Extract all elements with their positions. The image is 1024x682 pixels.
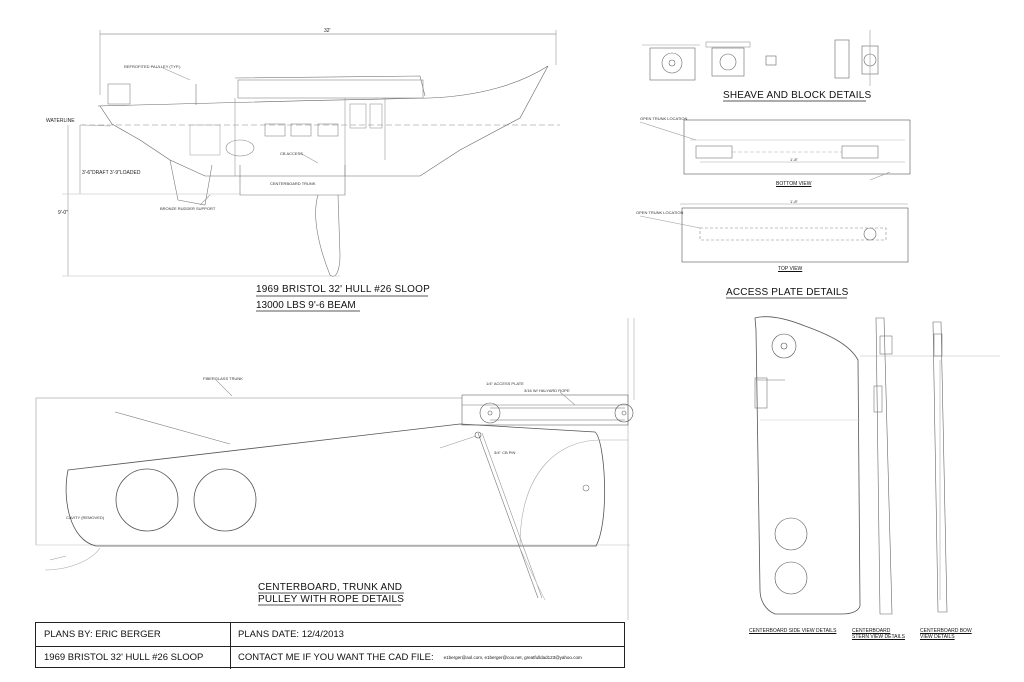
cb-pin-callout: 3/4" CB PIN <box>494 450 516 455</box>
access-plate-callout: 1/4" ACCESS PLATE <box>486 381 524 386</box>
draft-label: 3'-6"DRAFT 3'-9"LOADED <box>82 170 141 176</box>
centerboard-views <box>754 316 1000 615</box>
plans-date: PLANS DATE: 12/4/2013 <box>238 629 344 640</box>
access-plate-bottom <box>639 119 911 181</box>
trunk-title-line2: PULLEY WITH ROPE DETAILS <box>258 594 405 605</box>
trunk-pulley-detail <box>35 318 635 620</box>
overall-length-dimension: 32' <box>324 28 331 34</box>
centerboard-stern-caption: CENTERBOARD STERN VIEW DETAILS <box>852 628 905 640</box>
trunk-callout: CENTERBOARD TRUNK <box>270 181 316 186</box>
sheave-details <box>642 30 879 86</box>
top-dimension: 1'-8" <box>790 199 798 204</box>
waterline-label: WATERLINE <box>46 118 75 124</box>
cb-access-callout: CB ACCESS <box>280 151 303 156</box>
plans-by: PLANS BY: ERIC BERGER <box>44 629 161 640</box>
contact-emails[interactable]: e1berger@aol.com, e1berger@cox.net, grea… <box>443 655 582 660</box>
centerboard-side-caption: CENTERBOARD SIDE VIEW DETAILS <box>749 628 837 634</box>
max-draft-label: 9'-0" <box>58 210 68 216</box>
access-plate-title: ACCESS PLATE DETAILS <box>726 287 849 298</box>
bottom-view-caption: BOTTOM VIEW <box>776 181 812 187</box>
trunk-title-line1: CENTERBOARD, TRUNK AND <box>258 582 403 593</box>
halyard-rope-callout: 3/16 W/ HALYARD ROPE <box>524 388 570 393</box>
bottom-dimension: 1'-8" <box>790 157 798 162</box>
contact-cell: CONTACT ME IF YOU WANT THE CAD FILE: e1b… <box>238 646 618 669</box>
title-block-divider <box>230 623 231 646</box>
cavity-callout: CAVITY (REMOVED) <box>66 515 105 520</box>
contact-text: CONTACT ME IF YOU WANT THE CAD FILE: <box>238 652 434 663</box>
title-block-row-1: PLANS BY: ERIC BERGER PLANS DATE: 12/4/2… <box>36 623 624 647</box>
boat-profile <box>62 30 560 277</box>
title-block: PLANS BY: ERIC BERGER PLANS DATE: 12/4/2… <box>35 622 625 669</box>
centerboard-bow-caption: CENTERBOARD BOW VIEW DETAILS <box>920 628 972 640</box>
access-plate-top <box>639 203 909 263</box>
pulley-callout: REFROFITED PAULLEY (TYP.) <box>124 64 181 69</box>
open-trunk-callout-top: OPEN TRUNK LOCATION <box>636 210 684 215</box>
fiberglass-trunk-callout: FIBERGLASS TRUNK <box>203 376 243 381</box>
open-trunk-callout: OPEN TRUNK LOCATION <box>640 116 688 121</box>
profile-title: 1969 BRISTOL 32' HULL #26 SLOOP <box>256 284 430 295</box>
sheave-title: SHEAVE AND BLOCK DETAILS <box>723 90 872 101</box>
profile-subtitle: 13000 LBS 9'-6 BEAM <box>256 300 356 311</box>
title-block-row-2: 1969 BRISTOL 32' HULL #26 SLOOP CONTACT … <box>36 646 624 669</box>
boat-name: 1969 BRISTOL 32' HULL #26 SLOOP <box>44 652 204 663</box>
top-view-caption: TOP VIEW <box>778 266 803 272</box>
rudder-support-callout: BRONZE RUDDER SUPPORT <box>160 206 216 211</box>
title-block-divider-2 <box>230 646 231 669</box>
